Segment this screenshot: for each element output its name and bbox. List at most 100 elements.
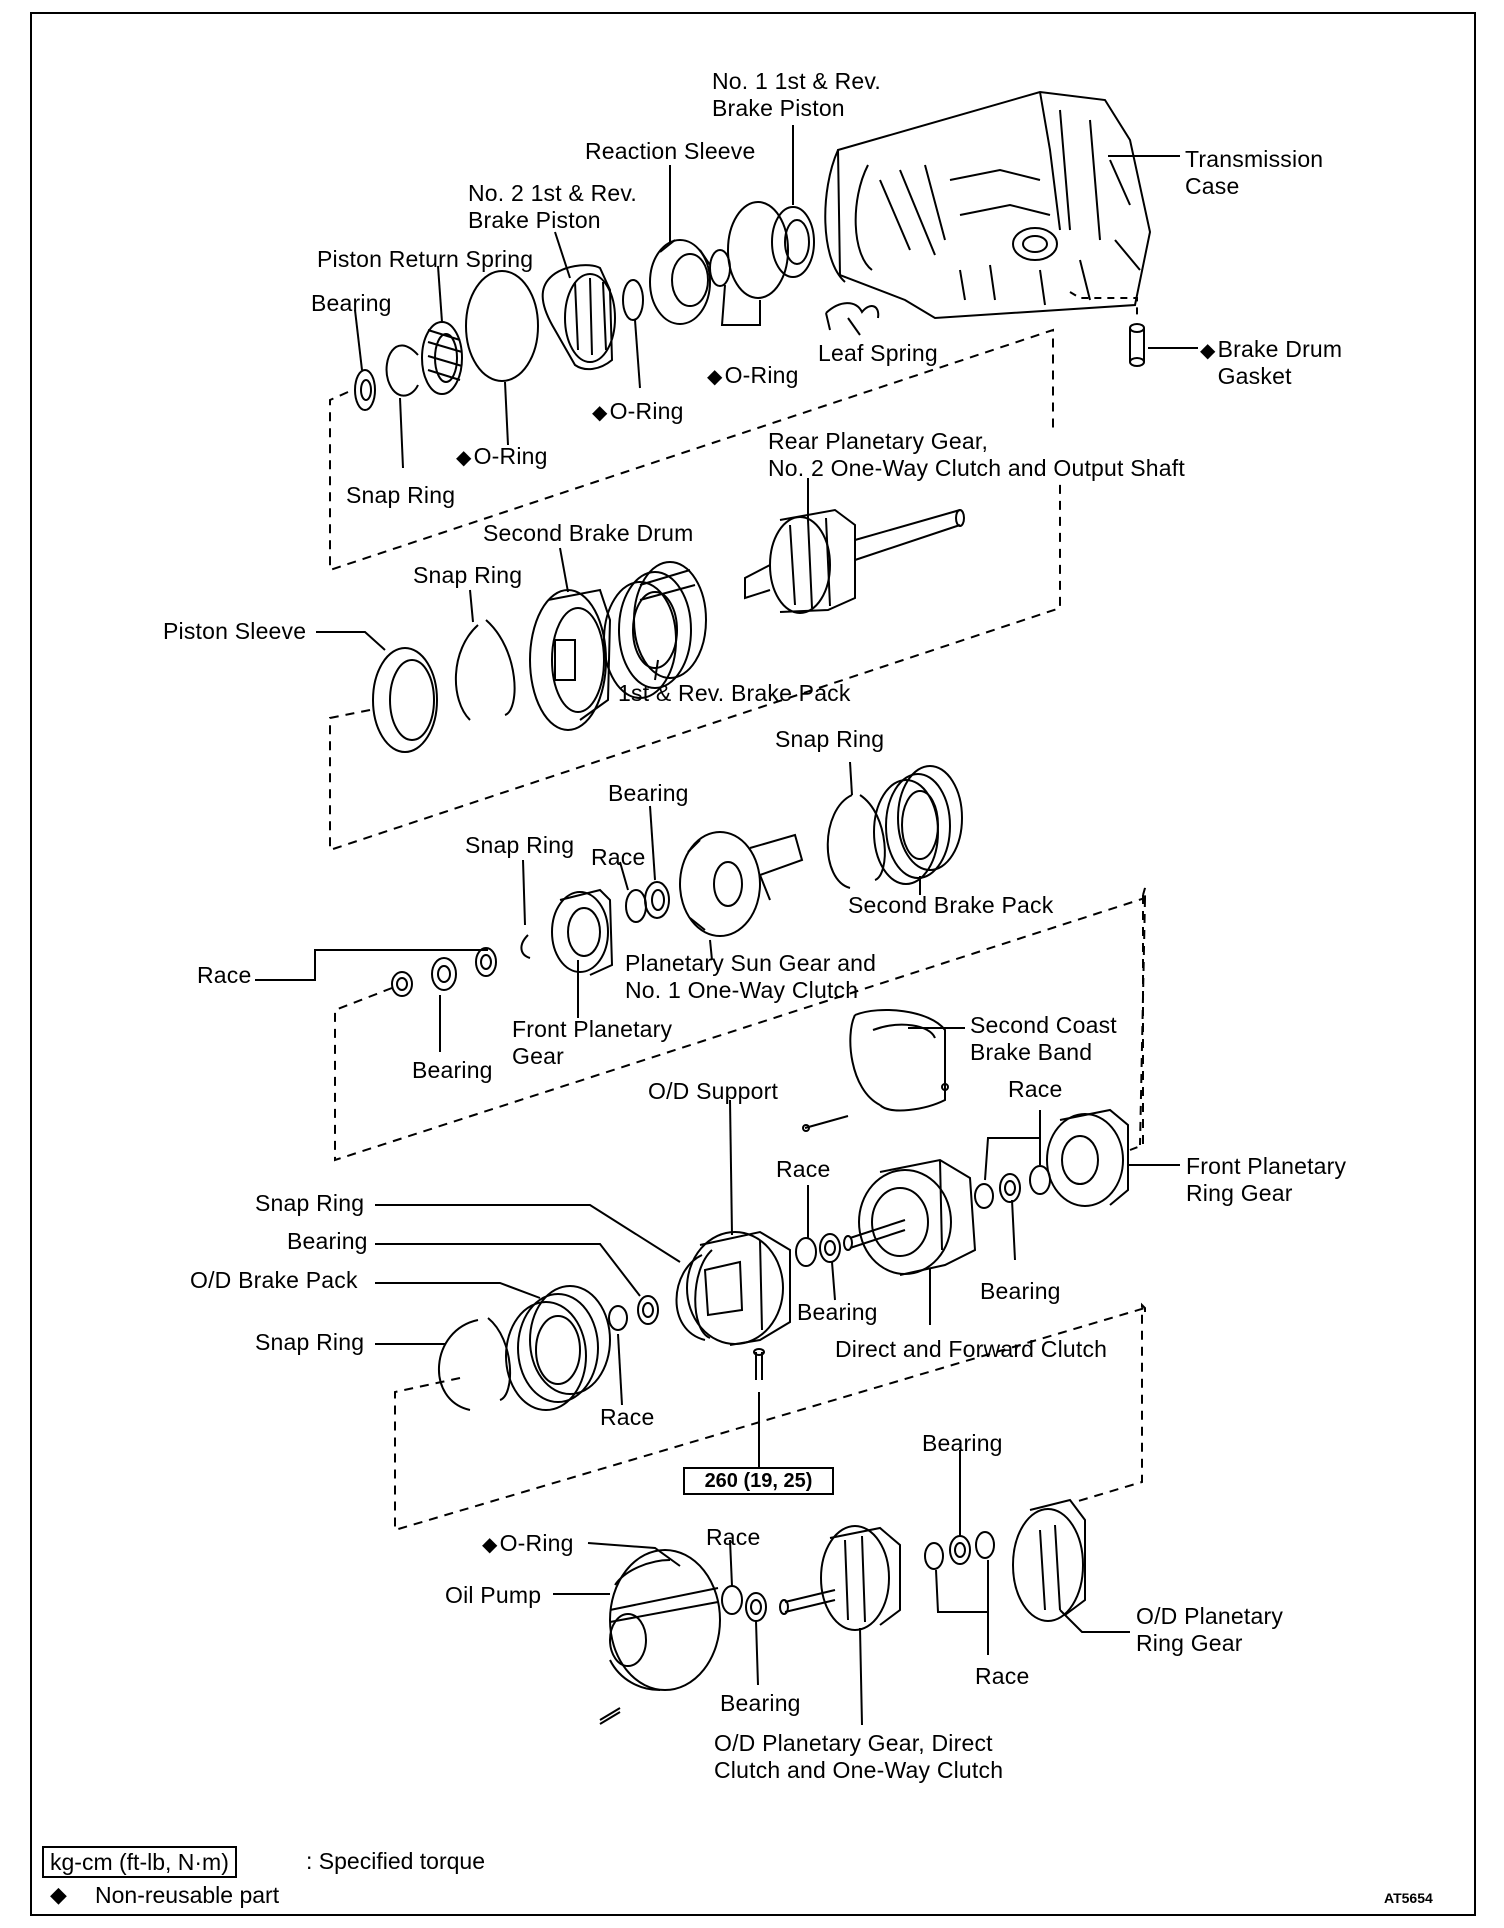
snap-ring-4-leader bbox=[522, 859, 526, 926]
od-brake-pack-part bbox=[505, 1285, 611, 1411]
snap-ring-2-part bbox=[454, 619, 516, 721]
pump-bolt bbox=[599, 1707, 621, 1725]
dash-row4-right bbox=[1074, 1302, 1146, 1503]
race-2-leader bbox=[255, 949, 488, 981]
label-bearing-3: Bearing bbox=[412, 1057, 493, 1083]
snap-ring-4-part bbox=[520, 934, 531, 959]
label-no1-piston: No. 1 1st & Rev. Brake Piston bbox=[712, 68, 881, 121]
label-race-3: Race bbox=[776, 1156, 831, 1182]
label-race-6: Race bbox=[706, 1524, 761, 1550]
label-bearing-7: Bearing bbox=[922, 1430, 1003, 1456]
bearing-4-part bbox=[999, 1173, 1021, 1203]
od-planetary-ring-part bbox=[1012, 1498, 1086, 1622]
label-bearing-6: Bearing bbox=[980, 1278, 1061, 1304]
bearing-8a-part bbox=[949, 1535, 971, 1565]
non-reusable-mark: ◆ bbox=[592, 402, 608, 424]
second-coast-band-part bbox=[849, 1009, 946, 1112]
legend-diamond-mark: ◆ bbox=[50, 1882, 67, 1907]
label-snap-ring-3: Snap Ring bbox=[775, 726, 885, 752]
race-2b-part bbox=[391, 971, 413, 997]
race-4a-part bbox=[1029, 1165, 1051, 1195]
label-front-planetary-ring: Front Planetary Ring Gear bbox=[1186, 1153, 1347, 1206]
non-reusable-mark: ◆ bbox=[482, 1534, 498, 1556]
od-planetary-gear-leader bbox=[859, 1627, 863, 1726]
label-od-support: O/D Support bbox=[648, 1078, 779, 1104]
race-6-leader bbox=[729, 1539, 733, 1587]
figure-border bbox=[30, 12, 1476, 1916]
snap-ring-3-leader bbox=[849, 761, 853, 796]
snap-ring-2-leader bbox=[469, 589, 474, 623]
bearing-6-leader bbox=[1011, 1199, 1016, 1261]
bearing-2-part bbox=[644, 881, 670, 919]
dash-row3-right bbox=[1129, 895, 1144, 1151]
snap-ring-5-leader bbox=[375, 1204, 681, 1263]
race-1-leader bbox=[619, 861, 629, 891]
od-support-part bbox=[686, 1230, 791, 1346]
label-rear-planetary: Rear Planetary Gear, No. 2 One-Way Clutc… bbox=[768, 428, 1185, 481]
label-sun-gear: Planetary Sun Gear and No. 1 One-Way Clu… bbox=[625, 950, 877, 1003]
no2-piston-part bbox=[541, 264, 616, 371]
label-bearing-1: Bearing bbox=[311, 290, 392, 316]
od-planetary-gear-part bbox=[779, 1525, 901, 1631]
oil-pump-part bbox=[609, 1549, 721, 1691]
direct-forward-clutch-part bbox=[843, 1158, 977, 1276]
front-planetary-gear-part bbox=[551, 888, 614, 976]
label-race-5: Race bbox=[600, 1404, 655, 1430]
label-race-4: Race bbox=[1008, 1076, 1063, 1102]
dash-row3 bbox=[334, 887, 1146, 1162]
front-planetary-ring-part bbox=[1046, 1108, 1129, 1207]
return-spring-leader bbox=[437, 265, 443, 323]
label-transmission-case: Transmission Case bbox=[1185, 146, 1324, 199]
gasket-dash bbox=[1069, 291, 1138, 318]
race-4b-part bbox=[974, 1183, 994, 1209]
label-snap-ring-5: Snap Ring bbox=[255, 1190, 365, 1216]
race-6-part bbox=[721, 1585, 743, 1615]
no1-piston-part bbox=[771, 206, 815, 278]
label-bearing-8: Bearing bbox=[720, 1690, 801, 1716]
snap-ring-5-part bbox=[675, 1249, 713, 1341]
brake-drum-gasket-part bbox=[1129, 323, 1145, 367]
band-pin bbox=[804, 1115, 849, 1129]
label-front-planetary-gear: Front Planetary Gear bbox=[512, 1016, 673, 1069]
label-od-brake-pack: O/D Brake Pack bbox=[190, 1267, 358, 1293]
label-race-2: Race bbox=[197, 962, 252, 988]
label-bearing-2: Bearing bbox=[608, 780, 689, 806]
torque-spec-box: 260 (19, 25) bbox=[683, 1467, 834, 1495]
bearing-7-leader bbox=[755, 1620, 759, 1686]
dash-row1 bbox=[329, 328, 1054, 572]
legend-unit-box: kg-cm (ft-lb, N·m) bbox=[42, 1846, 237, 1878]
bearing-7-part bbox=[745, 1592, 767, 1622]
label-snap-ring-2: Snap Ring bbox=[413, 562, 523, 588]
race-1-part bbox=[625, 889, 647, 923]
label-snap-ring-1: Snap Ring bbox=[346, 482, 456, 508]
label-oring-1: ◆O-Ring bbox=[707, 362, 799, 388]
second-brake-drum-part bbox=[529, 588, 612, 731]
label-oring-4: ◆O-Ring bbox=[482, 1530, 574, 1556]
sun-gear-part bbox=[679, 831, 804, 937]
non-reusable-mark: ◆ bbox=[707, 366, 723, 388]
reaction-sleeve-part bbox=[649, 239, 711, 325]
label-bearing-4: Bearing bbox=[287, 1228, 368, 1254]
snap-ring-1-part bbox=[385, 344, 419, 397]
bearing-1-part bbox=[354, 369, 376, 411]
race-5-leader bbox=[617, 1333, 623, 1406]
oring-large-3 bbox=[465, 270, 539, 382]
label-leaf-spring: Leaf Spring bbox=[818, 340, 938, 366]
snap-ring-3-part bbox=[826, 794, 886, 889]
label-reaction-sleeve: Reaction Sleeve bbox=[585, 138, 756, 164]
leaf-spring-part bbox=[825, 302, 880, 331]
oring-pair-large bbox=[727, 201, 789, 299]
race-7-leader bbox=[935, 1560, 989, 1655]
label-second-brake-pack: Second Brake Pack bbox=[848, 892, 1054, 918]
no2-piston-leader bbox=[554, 231, 571, 279]
figure-code: AT5654 bbox=[1384, 1890, 1433, 1906]
bearing-5-leader bbox=[831, 1261, 836, 1301]
bearing-3-part bbox=[431, 957, 457, 991]
dash-row4 bbox=[394, 1304, 1146, 1532]
label-race-1: Race bbox=[591, 844, 646, 870]
race-2a-part bbox=[475, 947, 497, 977]
brake-pack-leader bbox=[654, 659, 659, 681]
label-piston-return-spring: Piston Return Spring bbox=[317, 246, 534, 272]
bearing-5-part bbox=[819, 1233, 841, 1263]
transmission-case-part bbox=[824, 90, 1152, 320]
